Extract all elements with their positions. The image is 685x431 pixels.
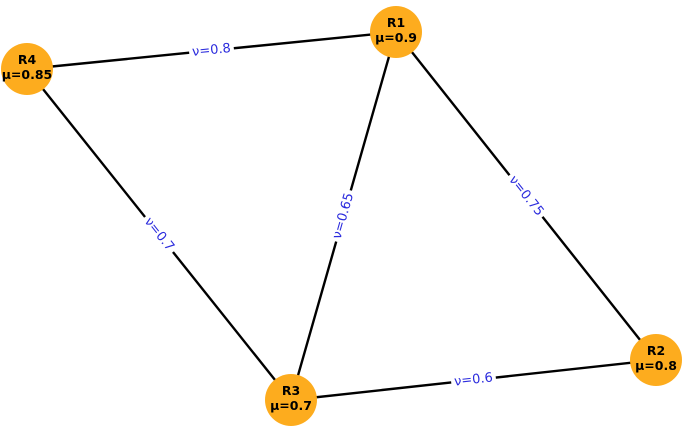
edge-label-background xyxy=(503,170,549,222)
node-label: R2 xyxy=(647,343,665,358)
node-value-label: μ=0.85 xyxy=(2,67,53,82)
node-value-label: μ=0.9 xyxy=(375,30,417,45)
edge-label-background xyxy=(328,188,359,244)
node-label: R1 xyxy=(387,15,405,30)
node-circle xyxy=(265,374,317,426)
node-value-label: μ=0.8 xyxy=(635,358,677,373)
node-r2: R2μ=0.8 xyxy=(630,334,682,386)
edge-label-group: ν=0.7 xyxy=(138,211,180,258)
edge-label: ν=0.8 xyxy=(191,41,231,60)
node-label: R4 xyxy=(18,52,37,67)
node-circle xyxy=(630,334,682,386)
node-r4: R4μ=0.85 xyxy=(1,43,53,95)
edge-label-background xyxy=(138,211,180,258)
edge-label-background xyxy=(450,369,497,391)
edge-label-group: ν=0.75 xyxy=(503,170,549,222)
edge-label-group: ν=0.65 xyxy=(328,188,359,244)
edges-layer: ν=0.8 ν=0.65 ν=0.75 ν=0.7 ν=0.6 xyxy=(25,30,658,402)
edge-label-group: ν=0.6 xyxy=(450,369,497,391)
edge-label: ν=0.6 xyxy=(453,370,493,389)
edge-label: ν=0.75 xyxy=(505,173,546,219)
edge-label-background xyxy=(188,40,235,61)
node-r3: R3μ=0.7 xyxy=(265,374,317,426)
edge-label: ν=0.7 xyxy=(141,215,177,255)
edge-label: ν=0.65 xyxy=(330,191,357,240)
node-r1: R1μ=0.9 xyxy=(370,6,422,58)
edge-label-group: ν=0.8 xyxy=(188,40,235,61)
node-label: R3 xyxy=(282,383,300,398)
node-circle xyxy=(1,43,53,95)
node-circle xyxy=(370,6,422,58)
node-value-label: μ=0.7 xyxy=(270,398,312,413)
